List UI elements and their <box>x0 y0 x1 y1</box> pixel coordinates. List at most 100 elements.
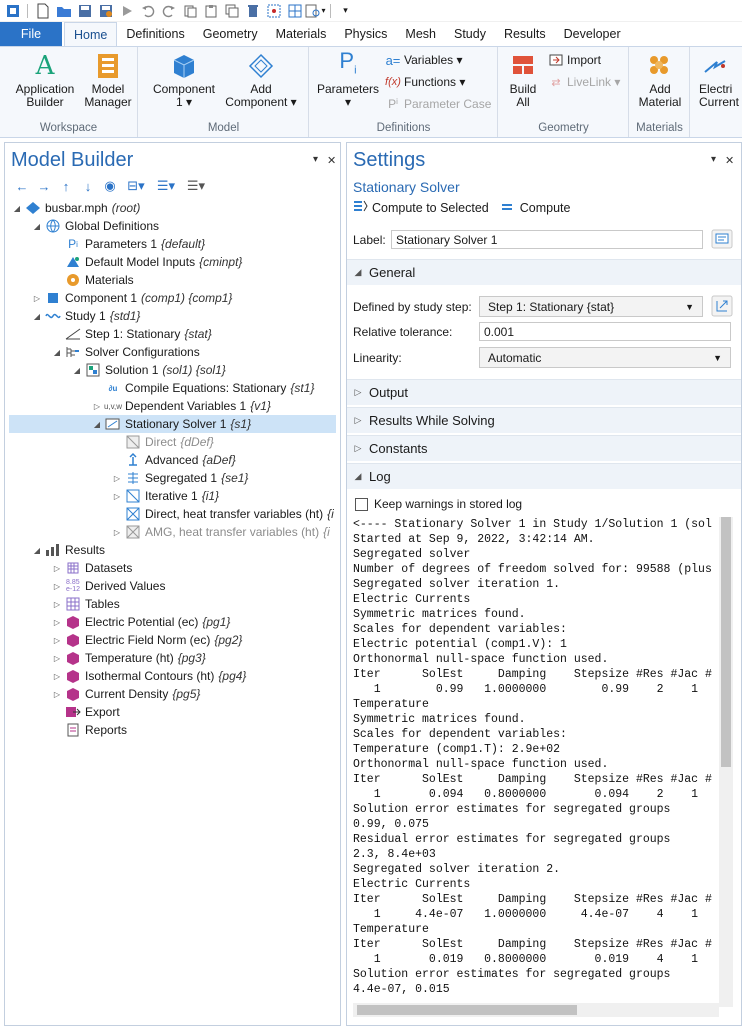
redo-icon[interactable] <box>158 1 179 21</box>
show-icon[interactable]: ◉ <box>104 178 116 193</box>
tree-item-electric-field-norm[interactable]: ▷ Electric Field Norm (ec){pg2} <box>9 631 336 649</box>
compute-button[interactable]: Compute <box>501 201 570 215</box>
save-as-icon[interactable] <box>95 1 116 21</box>
collapse-arrow-icon[interactable]: ◢ <box>13 203 21 213</box>
tree-item-component[interactable]: ▷ Component 1(comp1) {comp1} <box>9 289 336 307</box>
save-icon[interactable] <box>74 1 95 21</box>
tab-study[interactable]: Study <box>453 27 486 41</box>
options-icon[interactable]: ☰▾ <box>186 178 206 193</box>
move-up-icon[interactable]: ↑ <box>62 178 70 194</box>
undo-icon[interactable] <box>137 1 158 21</box>
add-component-button[interactable]: Add Component ▾ <box>221 51 301 109</box>
collapse-arrow-icon[interactable]: ◢ <box>73 365 81 375</box>
tree-item-tables[interactable]: ▷ Tables <box>9 595 336 613</box>
study-step-select[interactable]: Step 1: Stationary {stat} ▼ <box>479 296 703 317</box>
app-menu-icon[interactable] <box>2 1 23 21</box>
log-horizontal-scroll-thumb[interactable] <box>357 1005 577 1015</box>
log-vertical-scroll-thumb[interactable] <box>721 517 731 767</box>
collapse-arrow-icon[interactable]: ◢ <box>93 419 101 429</box>
tree-item-step1-stationary[interactable]: Step 1: Stationary{stat} <box>9 325 336 343</box>
functions-button[interactable]: f(x) Functions ▾ <box>385 75 466 89</box>
keep-warnings-checkbox[interactable]: Keep warnings in stored log <box>355 497 522 511</box>
section-general[interactable]: ◢ General <box>347 259 741 285</box>
tree-item-dependent-variables[interactable]: ▷ u,v,w Dependent Variables 1{v1} <box>9 397 336 415</box>
expand-arrow-icon[interactable]: ▷ <box>113 527 121 537</box>
collapse-arrow-icon[interactable]: ◢ <box>33 545 41 555</box>
tree-item-electric-potential[interactable]: ▷ Electric Potential (ec){pg1} <box>9 613 336 631</box>
expand-arrow-icon[interactable]: ▷ <box>53 689 61 699</box>
tree-item-results[interactable]: ◢ Results <box>9 541 336 559</box>
model-manager-button[interactable]: Model Manager <box>80 51 136 109</box>
tree-item-datasets[interactable]: ▷ Datasets <box>9 559 336 577</box>
customize-toolbar-icon[interactable]: ▾ <box>343 5 348 15</box>
label-input[interactable]: Stationary Solver 1 <box>391 230 703 249</box>
tree-item-global-definitions[interactable]: ◢ Global Definitions <box>9 217 336 235</box>
tab-home[interactable]: Home <box>64 22 118 46</box>
tree-item-export[interactable]: Export <box>9 703 336 721</box>
expand-arrow-icon[interactable]: ▷ <box>53 653 61 663</box>
run-icon[interactable] <box>116 1 137 21</box>
variables-button[interactable]: a= Variables ▾ <box>385 52 463 68</box>
expand-arrow-icon[interactable]: ▷ <box>53 563 61 573</box>
delete-icon[interactable] <box>242 1 263 21</box>
back-icon[interactable]: ← <box>15 178 29 194</box>
expand-icon[interactable]: ☰▾ <box>156 178 176 193</box>
collapse-arrow-icon[interactable]: ◢ <box>33 311 41 321</box>
move-down-icon[interactable]: ↓ <box>84 178 92 194</box>
expand-arrow-icon[interactable]: ▷ <box>53 581 61 591</box>
tab-results[interactable]: Results <box>503 27 546 41</box>
collapse-arrow-icon[interactable]: ◢ <box>53 347 61 357</box>
tab-physics[interactable]: Physics <box>344 27 388 41</box>
tree-item-solution[interactable]: ◢ Solution 1(sol1) {sol1} <box>9 361 336 379</box>
duplicate-icon[interactable] <box>221 1 242 21</box>
grid-icon[interactable] <box>284 1 305 21</box>
add-material-button[interactable]: Add Material <box>632 51 688 109</box>
tree-item-isothermal-contours[interactable]: ▷ Isothermal Contours (ht){pg4} <box>9 667 336 685</box>
tree-item-direct[interactable]: Direct{dDef} <box>9 433 336 451</box>
tab-geometry[interactable]: Geometry <box>202 27 258 41</box>
tab-mesh[interactable]: Mesh <box>405 27 436 41</box>
new-file-icon[interactable] <box>32 1 53 21</box>
panel-menu-icon[interactable]: ▾ <box>711 154 717 165</box>
parameters-button[interactable]: Pi Parameters ▾ <box>316 48 380 109</box>
tab-definitions[interactable]: Definitions <box>126 27 185 41</box>
pin-icon[interactable]: ✕ <box>725 155 735 167</box>
section-log[interactable]: ◢ Log <box>347 463 741 489</box>
expand-arrow-icon[interactable]: ▷ <box>113 491 121 501</box>
tree-item-temperature[interactable]: ▷ Temperature (ht){pg3} <box>9 649 336 667</box>
tree-item-amg-heat-transfer[interactable]: ▷ AMG, heat transfer variables (ht){i <box>9 523 336 541</box>
component-button[interactable]: Component 1 ▾ <box>147 51 221 109</box>
expand-arrow-icon[interactable]: ▷ <box>53 635 61 645</box>
build-all-button[interactable]: Build All <box>503 51 543 109</box>
tree-item-segregated[interactable]: ▷ Segregated 1{se1} <box>9 469 336 487</box>
tree-item-reports[interactable]: Reports <box>9 721 336 739</box>
import-button[interactable]: Import <box>547 50 601 70</box>
section-output[interactable]: ▷ Output <box>347 379 741 405</box>
expand-arrow-icon[interactable]: ▷ <box>53 617 61 627</box>
tab-developer[interactable]: Developer <box>563 27 621 41</box>
expand-arrow-icon[interactable]: ▷ <box>53 671 61 681</box>
tree-item-study[interactable]: ◢ Study 1{std1} <box>9 307 336 325</box>
tree-item-default-model-inputs[interactable]: Default Model Inputs{cminpt} <box>9 253 336 271</box>
application-builder-button[interactable]: A Application Builder <box>15 50 75 109</box>
expand-arrow-icon[interactable]: ▷ <box>53 599 61 609</box>
electric-currents-button[interactable]: Electri Current <box>699 51 749 109</box>
collapse-icon[interactable]: ⊟▾ <box>127 178 145 193</box>
compute-to-selected-button[interactable]: Compute to Selected <box>353 199 489 216</box>
expand-arrow-icon[interactable]: ▷ <box>93 401 101 411</box>
open-folder-icon[interactable] <box>53 1 74 21</box>
label-reset-icon[interactable] <box>711 229 733 252</box>
go-to-source-icon[interactable] <box>711 295 733 320</box>
tree-item-stationary-solver[interactable]: ◢ Stationary Solver 1{s1} <box>9 415 336 433</box>
livelink-button[interactable]: ⇄ LiveLink ▾ <box>547 72 620 92</box>
expand-arrow-icon[interactable]: ▷ <box>113 473 121 483</box>
linearity-select[interactable]: Automatic ▼ <box>479 347 731 368</box>
tree-item-advanced[interactable]: Advanced{aDef} <box>9 451 336 469</box>
tree-item-direct-heat-transfer[interactable]: Direct, heat transfer variables (ht){i <box>9 505 336 523</box>
tree-item-materials[interactable]: Materials <box>9 271 336 289</box>
tree-item-solver-configurations[interactable]: ◢ Solver Configurations <box>9 343 336 361</box>
find-icon[interactable]: ▾ <box>305 1 326 21</box>
